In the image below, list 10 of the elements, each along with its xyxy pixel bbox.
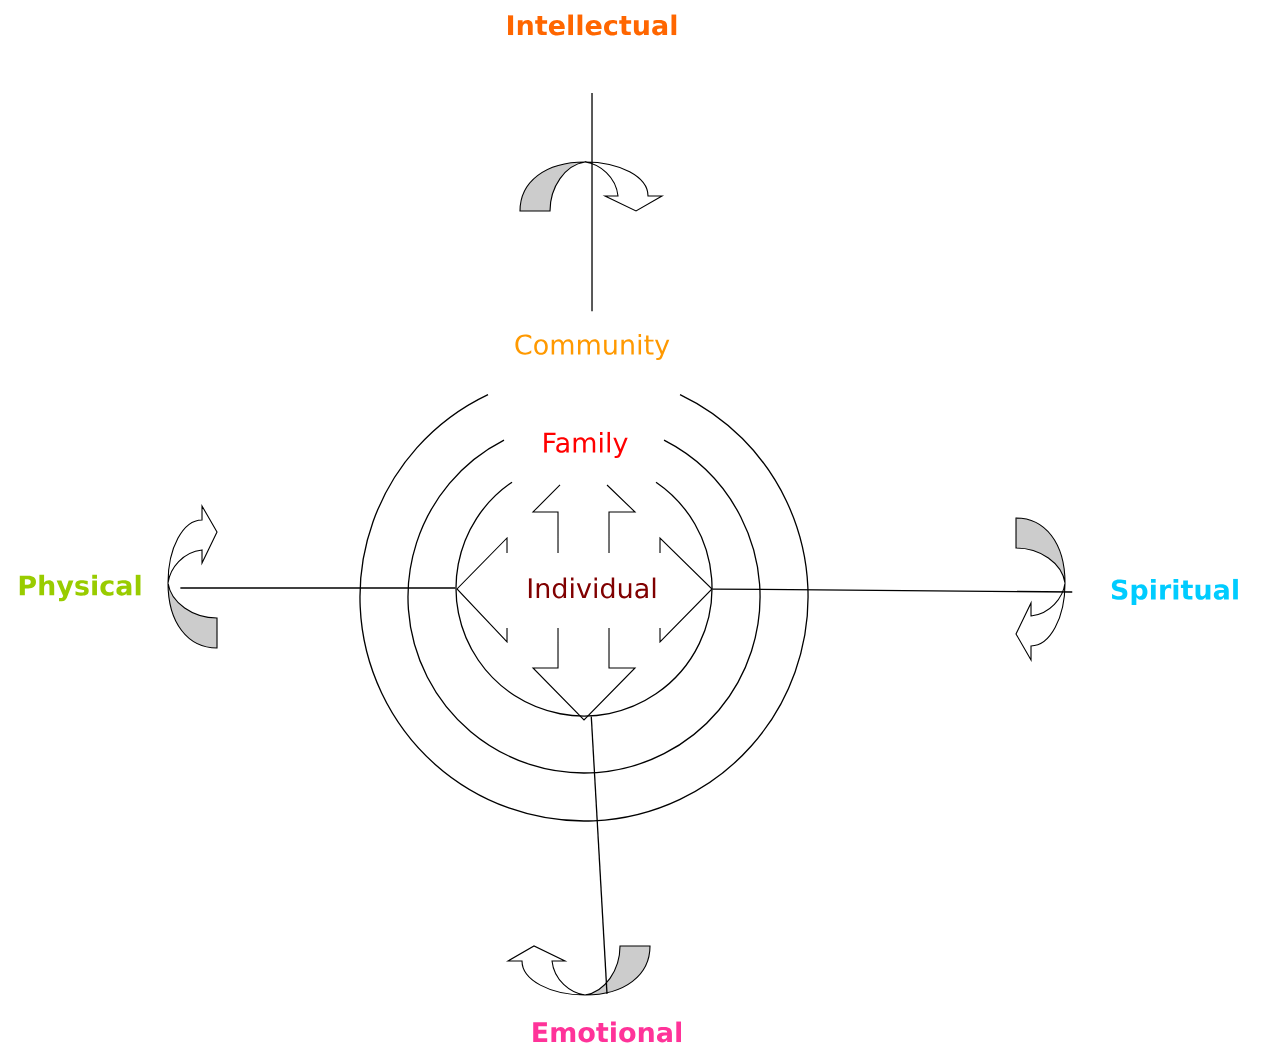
connector-line xyxy=(712,588,1073,593)
axis-label: Physical xyxy=(19,574,141,602)
axis-label: Intellectual xyxy=(508,14,677,36)
ring-label: Individual xyxy=(528,577,656,599)
connector-line xyxy=(590,715,608,995)
connector-line xyxy=(591,92,593,312)
ring-label: Community xyxy=(515,333,670,361)
axis-label: Emotional xyxy=(533,1021,681,1043)
ring-label: Family xyxy=(544,431,628,459)
axis-label: Spiritual xyxy=(1111,578,1238,606)
